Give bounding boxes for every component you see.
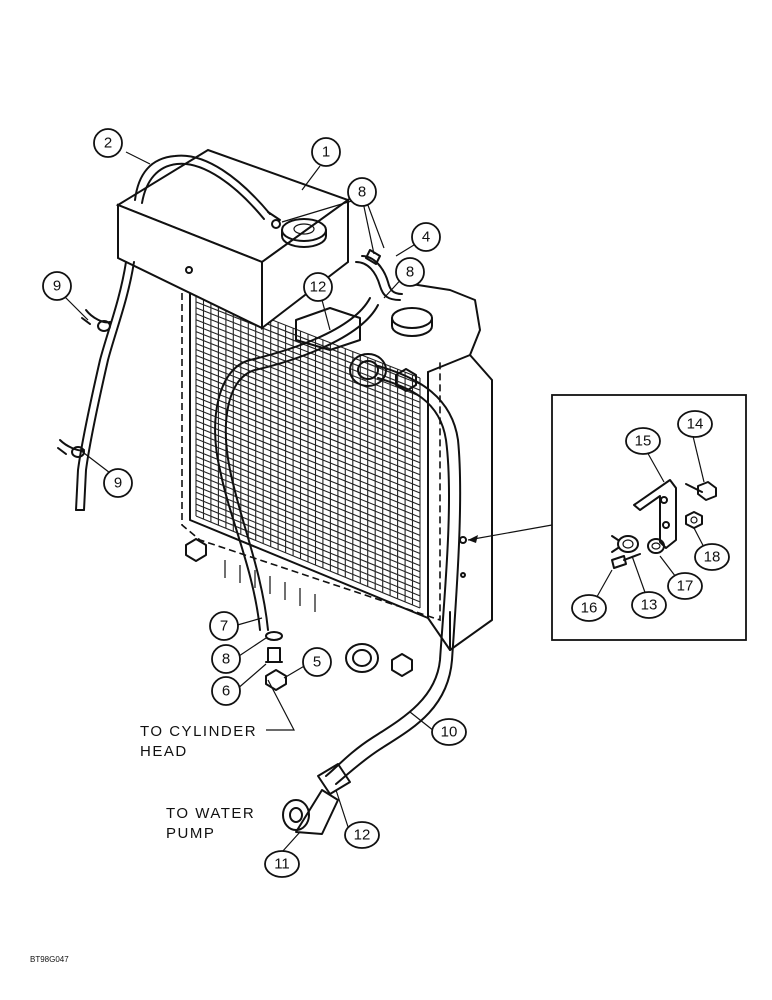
svg-text:9: 9 (53, 278, 61, 295)
svg-text:18: 18 (704, 549, 721, 566)
svg-text:9: 9 (114, 475, 122, 492)
lower-hose-10 (325, 377, 451, 777)
callout-16: 16 (571, 594, 607, 622)
note-water-pump-line1: TO WATER (166, 805, 255, 822)
hoses (57, 154, 462, 835)
callout-15: 15 (625, 427, 661, 455)
callout-11: 11 (264, 850, 300, 878)
callout-5: 5 (302, 647, 332, 677)
callout-4: 4 (411, 222, 441, 252)
radiator-core-grid (195, 289, 421, 609)
lower-nut (391, 653, 413, 677)
callout-1: 1 (311, 137, 341, 167)
upper-outlet (349, 353, 387, 387)
callout-14: 14 (677, 410, 713, 438)
callout-9-bottom: 9 (103, 468, 133, 498)
svg-text:5: 5 (313, 654, 321, 671)
svg-text:10: 10 (441, 724, 458, 741)
svg-text:15: 15 (635, 433, 652, 450)
callout-2: 2 (93, 128, 123, 158)
svg-text:17: 17 (677, 578, 694, 595)
svg-text:1: 1 (322, 144, 330, 161)
callout-18: 18 (694, 543, 730, 571)
svg-text:2: 2 (104, 135, 112, 152)
drain-hole (459, 536, 467, 544)
clamp-13 (617, 535, 639, 553)
hose-clip-lower (71, 446, 85, 458)
svg-text:13: 13 (641, 597, 658, 614)
svg-text:16: 16 (581, 600, 598, 617)
svg-text:14: 14 (687, 416, 704, 433)
svg-text:11: 11 (274, 856, 290, 873)
core-hatching (195, 289, 421, 609)
radiator-cap (391, 307, 433, 329)
hose-clip-upper (97, 320, 111, 332)
svg-text:8: 8 (222, 651, 230, 668)
svg-text:12: 12 (354, 827, 371, 844)
water-pump-elbow (295, 789, 339, 835)
callout-10: 10 (431, 718, 467, 746)
overflow-hose-2 (134, 154, 271, 215)
svg-text:7: 7 (220, 618, 228, 635)
callout-8-mid: 8 (395, 257, 425, 287)
note-water-pump-line2: PUMP (166, 825, 215, 842)
callout-8-top: 8 (347, 177, 377, 207)
fitting-5 (265, 669, 287, 691)
svg-text:4: 4 (422, 229, 430, 246)
screw-16 (611, 555, 627, 569)
nut-18 (685, 511, 703, 529)
bolt-14 (697, 481, 717, 501)
note-cylinder-head-line2: HEAD (140, 743, 188, 760)
connector-6 (267, 647, 281, 663)
lower-outlet (345, 643, 379, 673)
callout-12-top: 12 (303, 272, 333, 302)
callout-12-bottom: 12 (344, 821, 380, 849)
makeup-hose-7 (224, 304, 379, 631)
callout-8-bottom: 8 (211, 644, 241, 674)
mount-bracket (295, 307, 361, 351)
bracket-15 (633, 479, 677, 549)
callout-7: 7 (209, 611, 239, 641)
hose-clamp-12 (317, 763, 351, 795)
callout-13: 13 (631, 591, 667, 619)
figure-code: BT98G047 (30, 955, 69, 964)
expansion-tank (115, 148, 351, 331)
svg-text:8: 8 (358, 184, 366, 201)
svg-text:12: 12 (310, 279, 327, 296)
callout-9-top: 9 (42, 271, 72, 301)
svg-text:6: 6 (222, 683, 230, 700)
washer-17 (647, 538, 665, 554)
hose-clamp-8 (265, 631, 283, 641)
callout-6: 6 (211, 676, 241, 706)
note-cylinder-head-line1: TO CYLINDER (140, 723, 257, 740)
svg-text:8: 8 (406, 264, 414, 281)
callout-17: 17 (667, 572, 703, 600)
